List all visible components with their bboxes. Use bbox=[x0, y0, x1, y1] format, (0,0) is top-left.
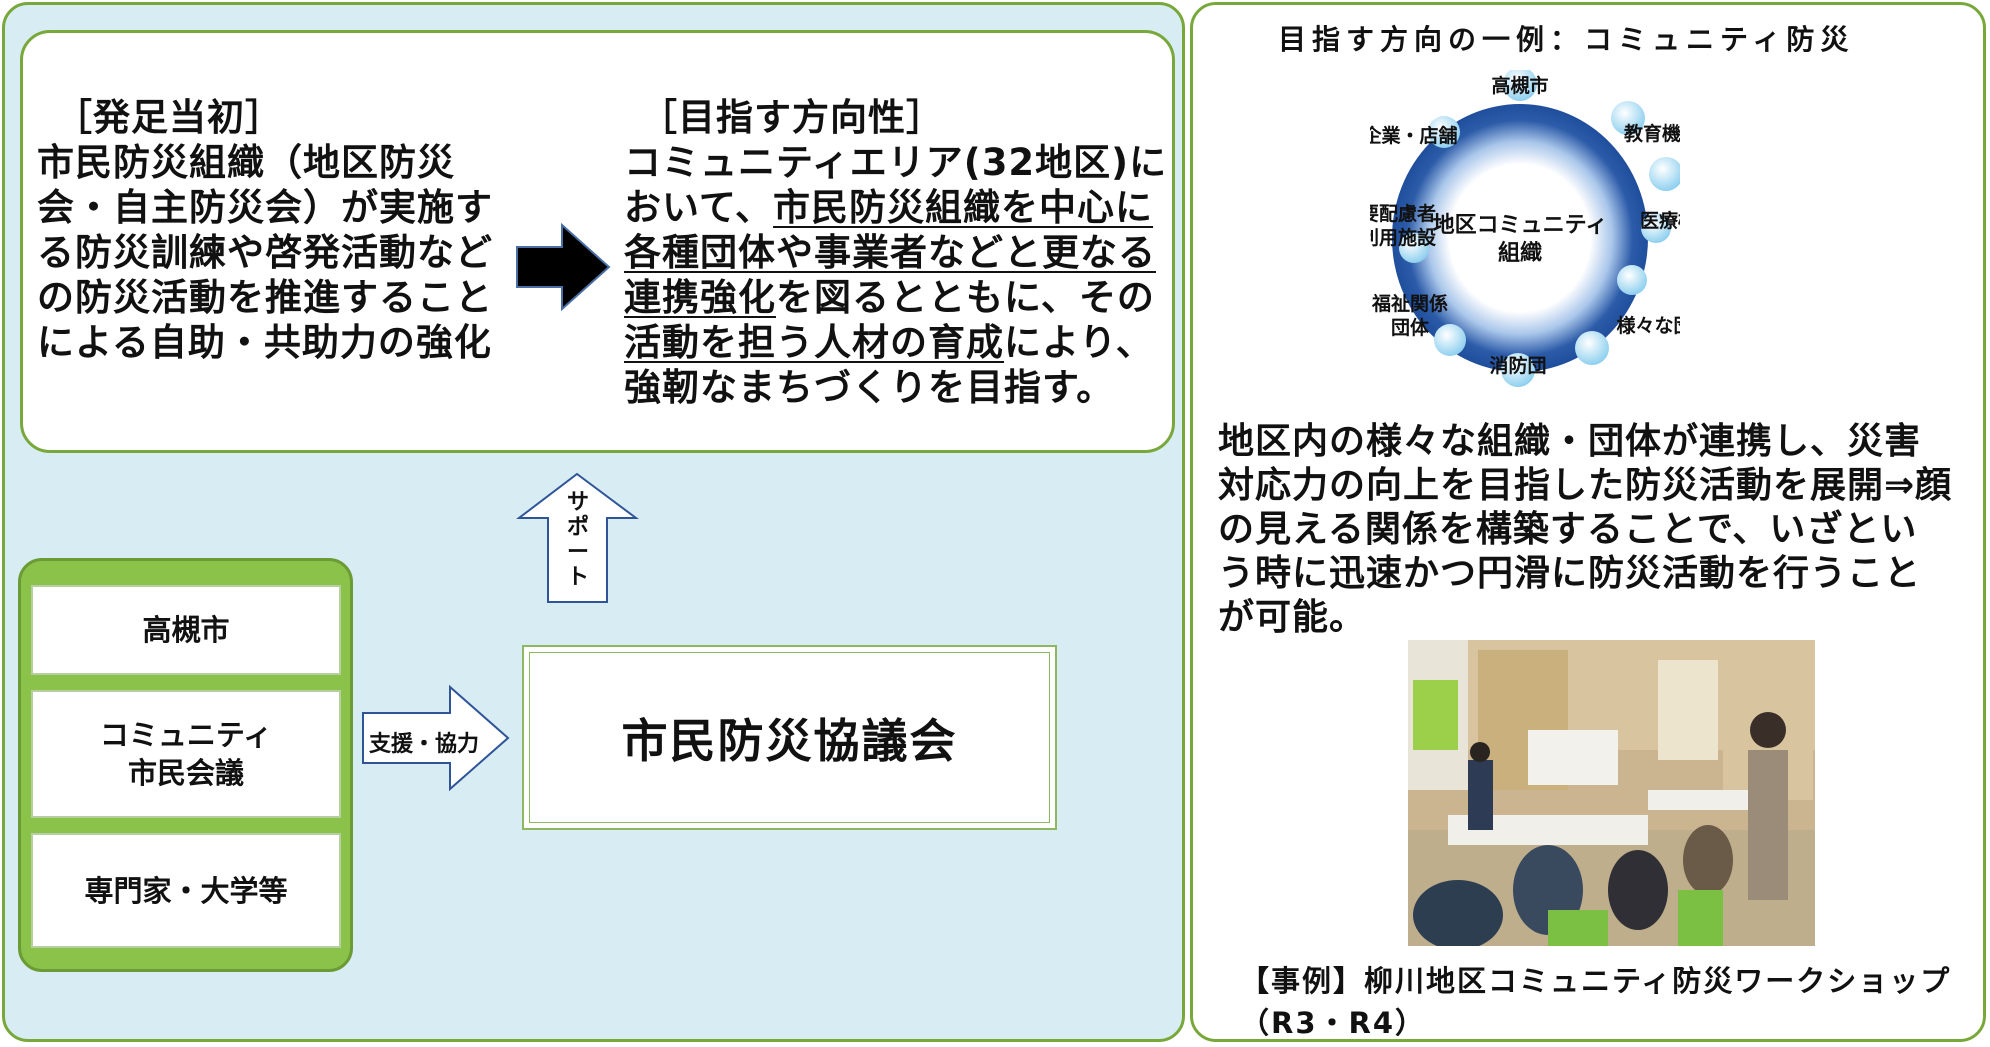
member-community-council: コミュニティ 市民会議 bbox=[31, 690, 341, 818]
target-heading: ［目指す方向性］ bbox=[640, 96, 944, 139]
right-arrow-icon bbox=[516, 222, 611, 312]
diagram-node-bubble-0 bbox=[1503, 70, 1537, 101]
diagram-node-bubble-2 bbox=[1649, 157, 1680, 191]
target-seg-4: により、強靭なまちづくりを目指す。 bbox=[624, 321, 1154, 409]
workshop-photo bbox=[1408, 640, 1815, 946]
diagram-node-bubble-1 bbox=[1611, 101, 1645, 135]
support-arrow-icon bbox=[516, 472, 640, 603]
center-label-1: 地区コミュニティ bbox=[1433, 213, 1608, 238]
target-seg-3: 活動を担う人材の育成 bbox=[624, 321, 1004, 364]
support-label: サポート bbox=[566, 490, 589, 590]
diagram-node-bubble-4 bbox=[1617, 265, 1647, 295]
origin-body: 市民防災組織（地区防災会・自主防災会）が実施する防災訓練や啓発活動などの防災活動… bbox=[37, 141, 493, 364]
right-body: 地区内の様々な組織・団体が連携し、災害対応力の向上を目指した防災活動を展開⇒顔の… bbox=[1218, 421, 1953, 638]
target-seg-2: を図るとともに、その bbox=[776, 276, 1155, 319]
community-diagram: 地区コミュニティ 組織 高槻市教育機関医療機関様々な団体消防団 福祉関係団体要配慮… bbox=[1370, 70, 1680, 387]
diagram-node-label-5: 福祉関係団体 bbox=[1371, 292, 1448, 339]
diagram-nodes bbox=[1399, 70, 1680, 387]
diagram-node-bubble-8 bbox=[1399, 233, 1429, 263]
diagram-node-bubble-6 bbox=[1501, 353, 1535, 387]
cooperation-arrow-icon bbox=[362, 684, 510, 792]
diagram-node-label-6: 要配慮者利用施設 bbox=[1370, 203, 1437, 249]
cooperation-label: 支援・協力 bbox=[369, 732, 480, 757]
diagram-node-bubble-9 bbox=[1428, 116, 1460, 148]
diagram-node-bubble-5 bbox=[1575, 331, 1609, 365]
diagram-node-label-7: 企業・店舗 bbox=[1370, 124, 1458, 147]
photo-caption: 【事例】柳川地区コミュニティ防災ワークショップ（R3・R4） bbox=[1240, 964, 1952, 1040]
ring bbox=[1392, 104, 1648, 372]
diagram-node-label-1: 教育機関 bbox=[1624, 122, 1680, 145]
diagram-node-bubble-7 bbox=[1434, 324, 1466, 356]
right-title: 目指す方向の一例：コミュニティ防災 bbox=[1278, 23, 1855, 56]
origin-heading: ［発足当初］ bbox=[55, 96, 283, 139]
direction-box bbox=[20, 30, 1175, 453]
member-experts: 専門家・大学等 bbox=[31, 833, 341, 948]
diagram-node-label-3: 様々な団体 bbox=[1616, 314, 1680, 337]
center-label-2: 組織 bbox=[1498, 240, 1542, 266]
target-seg-0: コミュニティエリア(32地区)において、 bbox=[624, 141, 1168, 229]
member-takatsuki: 高槻市 bbox=[31, 585, 341, 675]
target-seg-1: 市民防災組織を中心に各種団体や事業者などと更なる連携強化 bbox=[624, 186, 1156, 319]
diagram-node-labels: 高槻市教育機関医療機関様々な団体消防団 福祉関係団体要配慮者利用施設 企業・店舗 bbox=[1370, 74, 1680, 377]
diagram-node-label-2: 医療機関 bbox=[1640, 209, 1680, 232]
diagram-node-label-4: 消防団 bbox=[1489, 354, 1546, 377]
target-body: コミュニティエリア(32地区)において、市民防災組織を中心に各種団体や事業者など… bbox=[624, 140, 1169, 410]
diagram-node-bubble-3 bbox=[1641, 213, 1671, 243]
diagram-node-label-0: 高槻市 bbox=[1491, 74, 1548, 97]
council-box: 市民防災協議会 bbox=[522, 645, 1057, 830]
